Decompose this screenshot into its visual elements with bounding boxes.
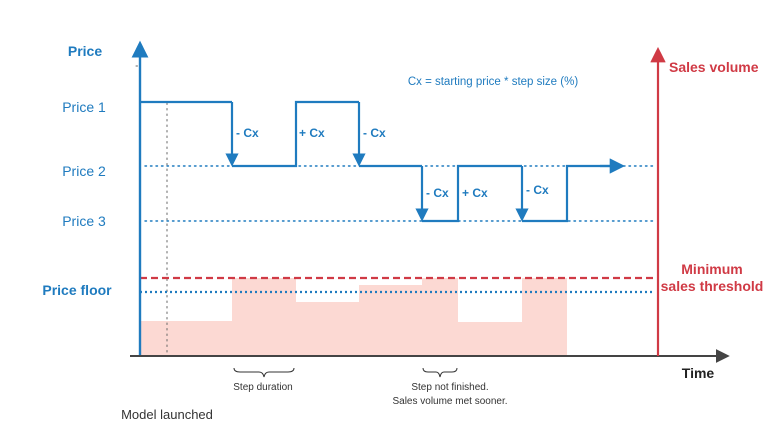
sales-volume-axis-title: Sales volume: [669, 59, 759, 75]
formula-label: Cx = starting price * step size (%): [408, 76, 578, 88]
sales-bar: [296, 302, 359, 356]
step-label: - Cx: [426, 186, 449, 200]
price1-label: Price 1: [62, 99, 106, 115]
step-duration-label: Step duration: [233, 382, 293, 393]
step-label: - Cx: [236, 126, 259, 140]
step-label: - Cx: [526, 183, 549, 197]
price3-label: Price 3: [62, 213, 106, 229]
sales-volume-bars: [140, 278, 567, 356]
threshold-label-line2: sales threshold: [661, 278, 764, 294]
price-axis-title: Price: [68, 43, 102, 59]
sales-bar: [522, 278, 567, 356]
step-not-finished-label: Step not finished.: [411, 382, 488, 393]
step-not-finished-brace: [422, 367, 458, 378]
sales-bar: [422, 278, 458, 356]
sales-volume-met-label: Sales volume met sooner.: [392, 396, 507, 407]
sales-bar: [140, 321, 232, 356]
threshold-label-line1: Minimum: [681, 261, 742, 277]
price-path: [140, 100, 620, 223]
price2-label: Price 2: [62, 163, 106, 179]
step-duration-brace: [233, 367, 295, 378]
sales-bar: [359, 285, 422, 356]
price-floor-label: Price floor: [42, 282, 112, 298]
sales-bar: [232, 278, 296, 356]
step-label: - Cx: [363, 126, 386, 140]
time-axis-title: Time: [682, 365, 715, 381]
model-launched-label: Model launched: [121, 407, 213, 422]
sales-bar: [458, 322, 522, 356]
step-label: + Cx: [462, 186, 488, 200]
step-label: + Cx: [299, 126, 325, 140]
